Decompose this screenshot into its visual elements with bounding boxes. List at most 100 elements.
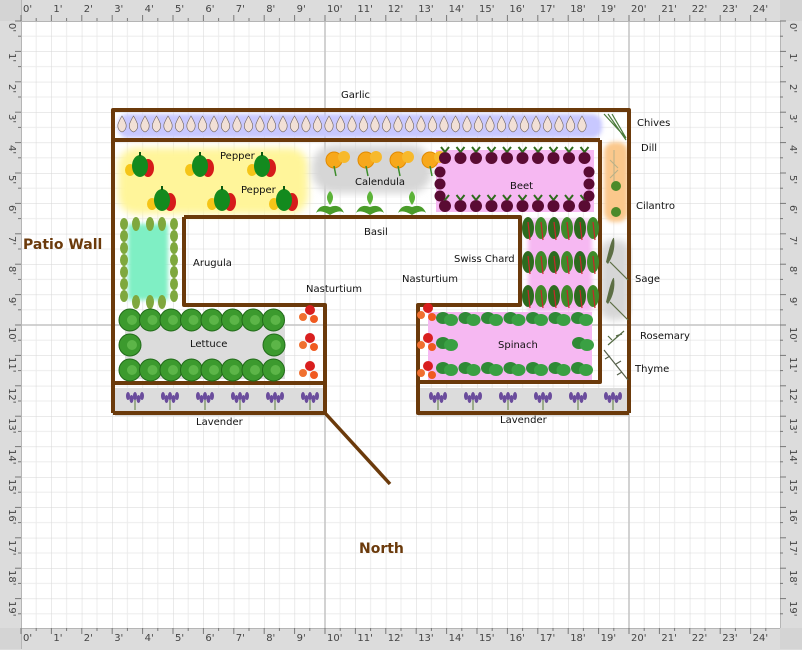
- ruler-x-tick-top: 8': [266, 4, 276, 15]
- ruler-x-tick-top: 12': [387, 4, 404, 15]
- ruler-top: [0, 0, 802, 22]
- label-lettuce: Lettuce: [190, 339, 228, 350]
- ruler-x-tick-bottom: 18': [570, 633, 586, 644]
- ruler-x-tick-bottom: 9': [296, 633, 306, 644]
- ruler-x-tick-top: 3': [114, 4, 124, 15]
- ruler-y-tick-left: 0': [6, 23, 17, 33]
- ruler-x-tick-top: 22': [691, 4, 708, 15]
- ruler-y-tick-left: 12': [6, 387, 17, 404]
- label-nasturtium-right: Nasturtium: [402, 274, 458, 285]
- ruler-y-tick-right: 10': [787, 327, 798, 343]
- sage-bed: [600, 240, 630, 320]
- ruler-corner-tr: [780, 0, 802, 21]
- ruler-x-tick-bottom: 15': [479, 633, 495, 644]
- ruler-y-tick-left: 17': [6, 539, 17, 556]
- ruler-y-tick-right: 3': [787, 114, 798, 124]
- ruler-x-tick-top: 10': [327, 4, 343, 15]
- ruler-x-tick-bottom: 19': [600, 633, 617, 644]
- ruler-x-tick-bottom: 21': [661, 633, 677, 644]
- ruler-x-tick-top: 4': [144, 4, 154, 15]
- ruler-x-tick-bottom: 20': [631, 633, 647, 644]
- ruler-x-tick-top: 19': [600, 4, 617, 15]
- ruler-x-tick-bottom: 13': [418, 633, 434, 644]
- ruler-x-tick-top: 1': [53, 4, 63, 15]
- ruler-x-tick-top: 18': [570, 4, 586, 15]
- ruler-y-tick-right: 2': [787, 83, 798, 93]
- ruler-x-tick-top: 5': [175, 4, 185, 15]
- ruler-corner-tl: [0, 0, 21, 21]
- label-dill: Dill: [641, 143, 658, 154]
- ruler-x-tick-top: 13': [418, 4, 434, 15]
- ruler-y-tick-right: 11': [787, 357, 798, 373]
- ruler-x-tick-top: 15': [479, 4, 495, 15]
- ruler-x-tick-bottom: 14': [448, 633, 465, 644]
- ruler-x-tick-bottom: 23': [722, 633, 738, 644]
- ruler-y-tick-right: 8': [787, 266, 798, 276]
- ruler-y-tick-right: 6': [787, 205, 798, 215]
- ruler-x-tick-bottom: 17': [539, 633, 556, 644]
- ruler-x-tick-top: 9': [296, 4, 306, 15]
- ruler-x-tick-bottom: 0': [23, 633, 33, 644]
- label-basil: Basil: [364, 227, 388, 238]
- ruler-x-tick-top: 2': [83, 4, 93, 15]
- ruler-y-tick-left: 1': [6, 53, 17, 63]
- label-swiss-chard: Swiss Chard: [454, 254, 515, 265]
- ruler-y-tick-left: 10': [6, 327, 17, 343]
- ruler-x-tick-top: 14': [448, 4, 465, 15]
- ruler-y-tick-left: 15': [6, 479, 17, 495]
- label-calendula: Calendula: [355, 177, 405, 188]
- label-lavender-left: Lavender: [196, 417, 243, 428]
- ruler-y-tick-right: 13': [787, 418, 798, 434]
- ruler-y-tick-left: 7': [6, 235, 17, 245]
- ruler-y-tick-right: 18': [787, 570, 798, 586]
- ruler-x-tick-top: 0': [23, 4, 33, 15]
- ruler-y-tick-right: 9': [787, 296, 798, 306]
- ruler-y-tick-left: 3': [6, 114, 17, 124]
- label-thyme: Thyme: [635, 364, 670, 375]
- ruler-y-tick-right: 15': [787, 479, 798, 495]
- ruler-x-tick-bottom: 5': [175, 633, 185, 644]
- ruler-corner-br: [780, 628, 802, 649]
- ruler-x-tick-bottom: 1': [53, 633, 63, 644]
- ruler-y-tick-left: 14': [6, 448, 17, 465]
- ruler-y-tick-left: 16': [6, 509, 17, 525]
- ruler-y-tick-right: 1': [787, 53, 798, 63]
- ruler-y-tick-right: 12': [787, 387, 798, 404]
- ruler-x-tick-bottom: 11': [357, 633, 373, 644]
- label-cilantro: Cilantro: [636, 201, 675, 212]
- ruler-y-tick-right: 0': [787, 23, 798, 33]
- ruler-x-tick-top: 17': [539, 4, 556, 15]
- label-spinach: Spinach: [498, 340, 538, 351]
- label-nasturtium-left: Nasturtium: [306, 284, 362, 295]
- ruler-x-tick-top: 11': [357, 4, 373, 15]
- north-label: North: [359, 541, 404, 557]
- ruler-left: [0, 0, 22, 649]
- ruler-x-tick-top: 21': [661, 4, 677, 15]
- ruler-x-tick-bottom: 24': [752, 633, 769, 644]
- label-beet: Beet: [510, 181, 534, 192]
- ruler-y-tick-left: 9': [6, 296, 17, 306]
- label-lavender-right: Lavender: [500, 415, 547, 426]
- ruler-y-tick-right: 17': [787, 539, 798, 556]
- label-garlic: Garlic: [341, 90, 371, 101]
- ruler-corner-bl: [0, 628, 21, 649]
- ruler-y-tick-left: 5': [6, 175, 17, 185]
- ruler-y-tick-right: 19': [787, 600, 798, 617]
- ruler-y-tick-left: 18': [6, 570, 17, 586]
- label-pepper-2: Pepper: [241, 185, 276, 196]
- ruler-x-tick-bottom: 12': [387, 633, 404, 644]
- ruler-x-tick-bottom: 8': [266, 633, 276, 644]
- patio-wall-label: Patio Wall: [23, 237, 103, 253]
- ruler-y-tick-left: 6': [6, 205, 17, 215]
- ruler-y-tick-right: 4': [787, 144, 798, 154]
- ruler-x-tick-top: 20': [631, 4, 647, 15]
- ruler-x-tick-top: 7': [235, 4, 245, 15]
- label-arugula: Arugula: [193, 258, 232, 269]
- ruler-x-tick-bottom: 6': [205, 633, 215, 644]
- label-sage: Sage: [635, 274, 660, 285]
- label-pepper-1: Pepper: [220, 151, 255, 162]
- ruler-y-tick-left: 11': [6, 357, 17, 373]
- ruler-x-tick-bottom: 10': [327, 633, 343, 644]
